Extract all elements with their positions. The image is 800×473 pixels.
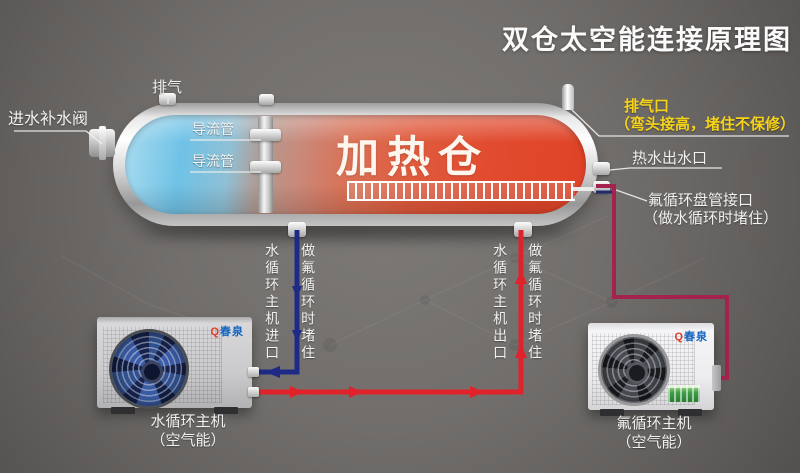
heating-chamber-label: 加热仓 (336, 134, 489, 182)
coil-port-note: （做水循环时堵住） (643, 210, 779, 227)
panel-divider (221, 325, 222, 403)
unit-foot (678, 409, 702, 416)
exhaust-port-pipe (562, 84, 574, 110)
water-unit-caption: 水循环主机 （空气能） (130, 413, 246, 451)
unit-foot (214, 407, 238, 414)
water-outlet-pipe (255, 230, 524, 395)
water-unit-name: 水循环主机 (150, 413, 226, 430)
unit-foot (600, 409, 624, 416)
fluorine-block-note-right: 做氟循环时堵住 (527, 243, 544, 362)
fluorine-unit-type: （空气能） (616, 433, 692, 451)
tank-bottom-nub-right (514, 222, 532, 237)
fluorine-circulation-unit: Q春泉 (588, 323, 721, 416)
brand-q-mark: Q (210, 326, 220, 338)
divider-top-nub (259, 94, 274, 105)
water-inlet-pipe-label: 水循环主机进口 (264, 243, 281, 362)
inlet-valve-flange (99, 126, 106, 160)
tank-bottom-nub-left (288, 222, 306, 237)
fluorine-coil (347, 181, 575, 201)
water-circulation-unit: Q春泉 (97, 317, 259, 414)
coil-port-pointer (615, 189, 648, 202)
exhaust-port-label: 排气口 (624, 98, 670, 115)
water-outlet-pipe-label: 水循环主机出口 (492, 243, 509, 362)
exhaust-port-note: （弯头接高，堵住不保修） (615, 116, 796, 133)
coil-port-label: 氟循环盘管接口 (648, 192, 754, 209)
fluorine-port (712, 365, 721, 391)
brand-text: 春泉 (684, 331, 708, 343)
energy-label (668, 385, 700, 402)
hot-water-outlet-label: 热水出水口 (632, 150, 708, 167)
guide-tube-1-label: 导流管 (192, 121, 234, 137)
fan-icon (598, 334, 670, 406)
exhaust-top-label: 排气 (152, 79, 183, 96)
fan-icon (109, 329, 189, 409)
brand-q-mark: Q (674, 331, 684, 343)
fluorine-unit-name: 氟循环主机 (616, 415, 692, 432)
unit-foot (111, 407, 135, 414)
water-inlet-port (248, 367, 259, 377)
page-title: 双仓太空能连接原理图 (502, 25, 792, 55)
guide-tube-nub-2 (250, 161, 281, 173)
brand-text: 春泉 (220, 326, 244, 338)
hot-water-pointer (609, 167, 722, 171)
panel-divider (694, 331, 695, 405)
fluorine-block-note-left: 做氟循环时堵住 (300, 243, 317, 362)
inlet-valve-label: 进水补水阀 (8, 111, 89, 128)
guide-tube-2-label: 导流管 (192, 153, 234, 169)
hot-water-outlet-nub (593, 162, 610, 175)
coil-port-nub (593, 181, 610, 193)
brand-logo: Q春泉 (674, 328, 708, 344)
fluorine-unit-caption: 氟循环主机 （空气能） (596, 415, 712, 453)
water-unit-type: （空气能） (150, 431, 226, 449)
guide-tube-nub-1 (250, 129, 281, 141)
brand-logo: Q春泉 (210, 323, 244, 339)
water-outlet-port (248, 387, 259, 397)
